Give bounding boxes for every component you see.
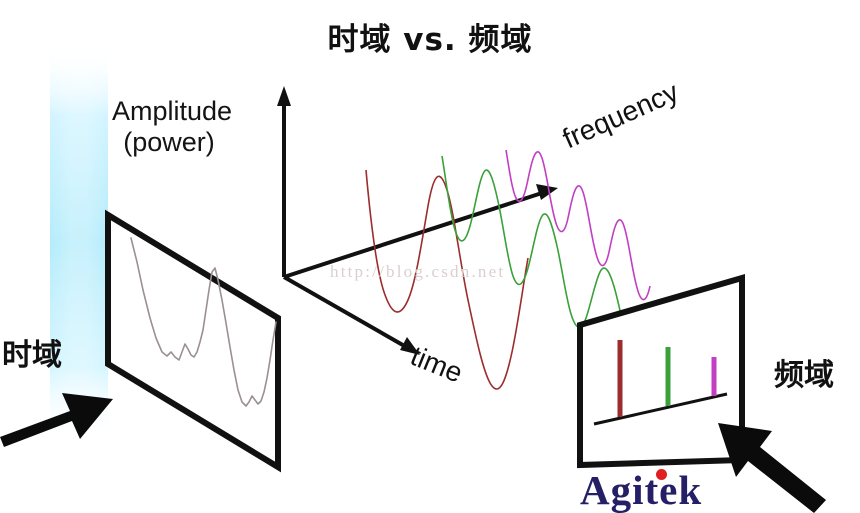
agitek-logo: Agitek <box>580 466 702 513</box>
time-domain-waveform <box>130 237 277 407</box>
sine-component-green <box>441 155 645 354</box>
cyan-glow-band <box>50 45 108 440</box>
sine-components <box>365 149 651 390</box>
time-domain-plane <box>105 209 281 473</box>
left-pointer-arrow <box>0 393 113 447</box>
agitek-logo-dot <box>656 469 667 480</box>
sine-component-magenta <box>505 149 651 301</box>
time-axis <box>283 275 420 355</box>
amplitude-axis <box>277 86 291 277</box>
watermark-text: http://blog.csdn.net <box>330 262 506 281</box>
amplitude-axis-label-line1: Amplitude <box>112 96 233 126</box>
amplitude-axis-label: Amplitude (power) <box>112 96 232 158</box>
agitek-logo-text: Agitek <box>580 467 703 513</box>
amplitude-axis-label-line2: (power) <box>123 127 215 158</box>
frequency-axis <box>283 184 558 279</box>
page-title: 时域 vs. 频域 <box>327 22 533 58</box>
frequency-domain-caption: 频域 <box>774 358 834 393</box>
axis-system <box>277 86 558 355</box>
right-pointer-arrow <box>718 423 826 513</box>
frequency-domain-plane <box>577 274 745 469</box>
spectrum-baseline <box>593 392 728 426</box>
time-domain-caption: 时域 <box>2 338 62 373</box>
